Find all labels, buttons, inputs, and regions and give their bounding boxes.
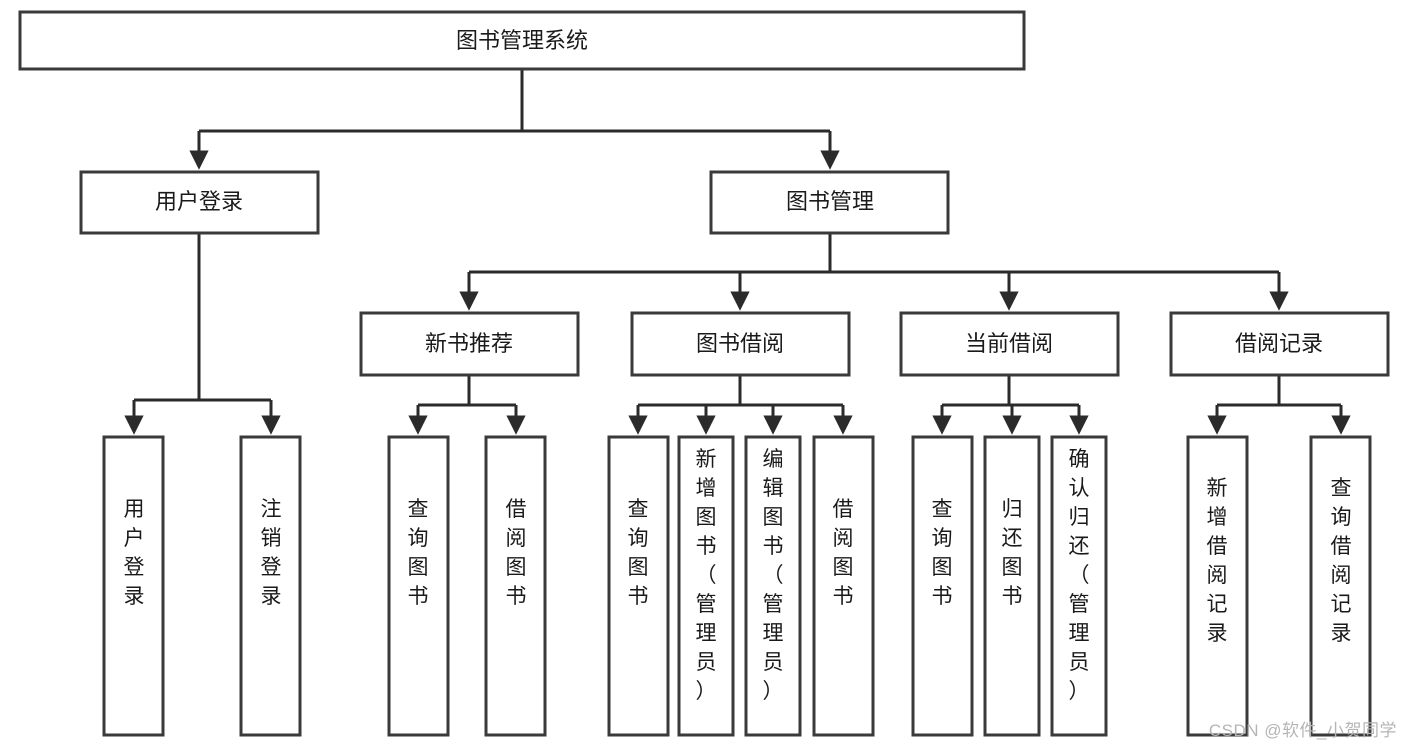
node-current-borrow-label: 当前借阅	[965, 331, 1053, 356]
leaf-query-borrow-record-box[interactable]	[1309, 435, 1372, 737]
node-borrow-record[interactable]: 借阅记录	[1169, 311, 1390, 377]
leaf-edit-book-admin-label: 编辑图书（管理员）	[763, 448, 784, 703]
leaf-add-book-admin-label: 新增图书（管理员）	[696, 448, 717, 703]
node-root-box[interactable]	[18, 10, 1026, 71]
leaf-return-book[interactable]: 归还图书	[983, 435, 1041, 737]
leaf-confirm-return-admin-label: 确认归还（管理员）	[1069, 448, 1090, 703]
leaf-return-book-box[interactable]	[983, 435, 1041, 737]
node-new-book-recommend-label: 新书推荐	[425, 331, 513, 356]
node-borrow-record-box[interactable]	[1169, 311, 1390, 377]
node-user-login[interactable]: 用户登录	[79, 170, 320, 235]
leaf-borrow-query-book[interactable]: 查询图书	[607, 435, 670, 737]
leaf-newbook-query-book-label: 查询图书	[408, 498, 429, 608]
leaf-user-login-box[interactable]	[102, 435, 165, 737]
node-new-book-recommend[interactable]: 新书推荐	[359, 311, 580, 377]
node-user-login-box[interactable]	[79, 170, 320, 235]
leaf-confirm-return-admin-box[interactable]	[1050, 435, 1108, 737]
leaf-add-borrow-record[interactable]: 新增借阅记录	[1186, 435, 1249, 737]
connector-layer	[124, 69, 1351, 435]
leaf-add-book-admin[interactable]: 新增图书（管理员）	[677, 435, 735, 737]
leaf-newbook-query-book-box[interactable]	[387, 435, 450, 737]
leaf-current-query-book[interactable]: 查询图书	[911, 435, 974, 737]
leaf-edit-book-admin[interactable]: 编辑图书（管理员）	[744, 435, 802, 737]
leaf-current-query-book-label: 查询图书	[932, 498, 953, 608]
leaf-borrow-book-box[interactable]	[812, 435, 875, 737]
leaf-logout[interactable]: 注销登录	[239, 435, 302, 737]
node-book-borrow-box[interactable]	[630, 311, 851, 377]
leaf-edit-book-admin-box[interactable]	[744, 435, 802, 737]
leaf-query-borrow-record-label: 查询借阅记录	[1331, 477, 1352, 645]
node-book-management-label: 图书管理	[786, 189, 874, 214]
node-current-borrow[interactable]: 当前借阅	[899, 311, 1120, 377]
leaf-newbook-query-book[interactable]: 查询图书	[387, 435, 450, 737]
node-book-management-box[interactable]	[709, 170, 950, 235]
leaf-logout-box[interactable]	[239, 435, 302, 737]
leaf-add-borrow-record-box[interactable]	[1186, 435, 1249, 737]
leaf-return-book-label: 归还图书	[1002, 498, 1023, 608]
leaf-user-login-label: 用户登录	[124, 498, 145, 608]
csdn-watermark: CSDN @软件_小贺同学	[1208, 721, 1397, 740]
node-new-book-recommend-box[interactable]	[359, 311, 580, 377]
node-user-login-label: 用户登录	[155, 189, 243, 214]
leaf-borrow-query-book-label: 查询图书	[628, 498, 649, 608]
leaf-borrow-query-book-box[interactable]	[607, 435, 670, 737]
leaf-confirm-return-admin[interactable]: 确认归还（管理员）	[1050, 435, 1108, 737]
node-current-borrow-box[interactable]	[899, 311, 1120, 377]
leaf-newbook-borrow-book-box[interactable]	[484, 435, 547, 737]
node-root[interactable]: 图书管理系统	[18, 10, 1026, 71]
leaf-logout-label: 注销登录	[261, 498, 282, 608]
node-borrow-record-label: 借阅记录	[1235, 331, 1323, 356]
leaf-add-book-admin-box[interactable]	[677, 435, 735, 737]
node-book-borrow-label: 图书借阅	[696, 331, 784, 356]
leaf-borrow-book[interactable]: 借阅图书	[812, 435, 875, 737]
leaf-add-borrow-record-label: 新增借阅记录	[1207, 477, 1228, 645]
leaf-user-login[interactable]: 用户登录	[102, 435, 165, 737]
leaf-newbook-borrow-book-label: 借阅图书	[506, 498, 527, 608]
node-book-borrow[interactable]: 图书借阅	[630, 311, 851, 377]
node-book-management[interactable]: 图书管理	[709, 170, 950, 235]
leaf-borrow-book-label: 借阅图书	[833, 498, 854, 608]
leaf-newbook-borrow-book[interactable]: 借阅图书	[484, 435, 547, 737]
leaf-query-borrow-record[interactable]: 查询借阅记录	[1309, 435, 1372, 737]
node-root-label: 图书管理系统	[456, 28, 588, 53]
leaf-current-query-book-box[interactable]	[911, 435, 974, 737]
